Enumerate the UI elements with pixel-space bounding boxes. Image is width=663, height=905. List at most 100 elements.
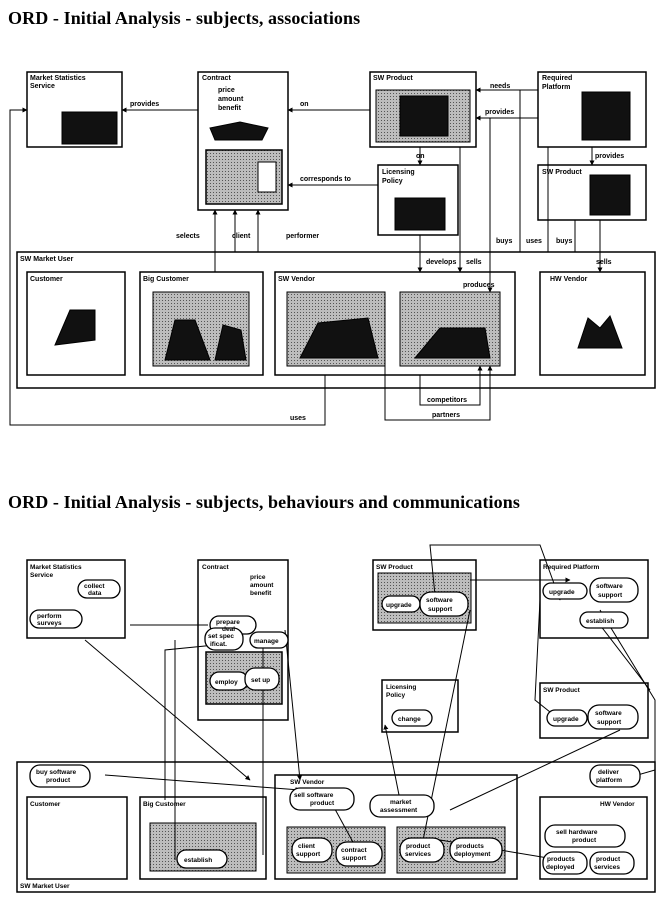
d1-market-stats-label-1: Market Statistics bbox=[30, 75, 86, 82]
d2-contract-label: Contract bbox=[202, 564, 230, 571]
d2-manage-oval bbox=[249, 631, 289, 649]
diagram1 bbox=[9, 71, 656, 426]
d1-contract-box bbox=[197, 71, 289, 211]
d2-set-up-oval bbox=[244, 667, 280, 691]
d1-licensing-image bbox=[394, 197, 446, 231]
d1-platform-image bbox=[581, 91, 631, 141]
d2-deliver-platform-2: platform bbox=[596, 777, 622, 784]
d1-handshake-image bbox=[209, 121, 269, 141]
d1-contract-attr-1: price bbox=[218, 87, 235, 94]
d2-comm-2 bbox=[84, 639, 251, 781]
d2-market-assessment-1: market bbox=[390, 799, 412, 806]
d2-market-stats-label-1: Market Statistics bbox=[30, 564, 82, 571]
d2-collect-data-1: collect bbox=[84, 583, 105, 590]
d1-sw-market-user-box bbox=[16, 251, 656, 389]
d2-big-customer-box bbox=[139, 796, 267, 880]
d2-sw-market-user-label: SW Market User bbox=[20, 883, 70, 890]
d1-licensing-label-1: Licensing bbox=[382, 169, 415, 176]
d2-licensing-box bbox=[381, 679, 459, 733]
d2-comm-4 bbox=[164, 644, 216, 800]
d2-upgrade-3: upgrade bbox=[553, 716, 579, 723]
d1-assoc-buys-1: buys bbox=[496, 238, 512, 245]
d2-client-support-1: client bbox=[298, 843, 316, 850]
d1-assoc-performer: performer bbox=[286, 233, 319, 240]
d1-document-image bbox=[257, 161, 277, 193]
d2-contract-support-1: contract bbox=[341, 847, 367, 854]
d2-perform-surveys-oval bbox=[29, 609, 83, 629]
d2-products-deployment-oval bbox=[449, 837, 503, 863]
d2-deliver-platform-1: deliver bbox=[598, 769, 619, 776]
d1-assoc-produces: produces bbox=[463, 282, 495, 289]
d2-customer-label: Customer bbox=[30, 801, 61, 808]
d2-manage: manage bbox=[254, 638, 279, 645]
d2-perform-surveys-1: perform bbox=[37, 613, 62, 620]
diagram2-title: ORD - Initial Analysis - subjects, behav… bbox=[8, 492, 520, 512]
d1-assoc-buys-2: buys bbox=[556, 238, 572, 245]
d1-assoc-on-product: on bbox=[416, 153, 425, 160]
d2-software-support3-oval bbox=[587, 704, 639, 730]
d1-big-customer-box bbox=[139, 271, 264, 376]
d1-big-customer-image bbox=[164, 319, 247, 361]
d2-client-support-oval bbox=[291, 837, 333, 863]
d2-licensing-label-2: Policy bbox=[386, 692, 406, 699]
d2-sell-hardware-oval bbox=[544, 824, 626, 848]
d1-contract-attr-3: benefit bbox=[218, 105, 242, 112]
d2-software-support-1b: support bbox=[428, 606, 453, 613]
d1-assoc-needs: needs bbox=[490, 83, 510, 90]
d1-market-stats-image bbox=[61, 111, 118, 145]
d1-partners-line bbox=[384, 365, 493, 421]
d2-upgrade-2: upgrade bbox=[549, 589, 575, 596]
d2-software-support-1a: software bbox=[426, 597, 453, 604]
d2-sell-hardware-2: product bbox=[572, 837, 597, 844]
d2-collect-data-oval bbox=[77, 579, 121, 599]
d1-sw-product-label: SW Product bbox=[373, 75, 413, 82]
d1-vendor-image-right bbox=[413, 327, 491, 359]
d1-assoc-develops: develops bbox=[426, 259, 456, 266]
d1-sw-product2-image bbox=[589, 174, 631, 216]
d1-required-platform-label-1: Required bbox=[542, 75, 572, 82]
d2-sw-product-label: SW Product bbox=[376, 564, 414, 571]
d2-products-deployed-oval bbox=[542, 851, 588, 875]
d2-upgrade3-oval bbox=[546, 709, 588, 727]
d2-sell-hardware-1: sell hardware bbox=[556, 829, 598, 836]
diagram2-text: Market Statistics Service Contract price… bbox=[20, 564, 635, 890]
d2-hw-vendor-label: HW Vendor bbox=[600, 801, 635, 808]
d1-hw-vendor-label: HW Vendor bbox=[550, 276, 588, 283]
d1-sw-market-user-label: SW Market User bbox=[20, 256, 74, 263]
d2-sw-product-box bbox=[372, 559, 477, 631]
d2-prepare-deal-1: prepare bbox=[216, 619, 240, 626]
d2-market-stats-label-2: Service bbox=[30, 572, 54, 579]
d2-comm-8 bbox=[383, 724, 401, 801]
d2-product-services-2b: services bbox=[594, 864, 620, 871]
d1-assoc-selects: selects bbox=[176, 233, 200, 240]
d2-hw-vendor-box bbox=[539, 796, 648, 880]
d2-change-oval bbox=[391, 709, 433, 727]
diagram2-ovals bbox=[29, 577, 641, 875]
d1-sw-vendor-label: SW Vendor bbox=[278, 276, 315, 283]
d2-client-support-2: support bbox=[296, 851, 321, 858]
d2-sw-product2-label: SW Product bbox=[543, 687, 581, 694]
diagram1-text: Market Statistics Service Contract price… bbox=[20, 75, 624, 422]
d1-hw-vendor-image bbox=[577, 315, 623, 349]
d2-set-spec-oval bbox=[204, 627, 244, 651]
d1-assoc-partners: partners bbox=[432, 412, 460, 419]
d2-sw-market-user-box bbox=[16, 761, 656, 893]
d2-set-spec-1: set spec bbox=[208, 633, 234, 640]
d1-market-stats-label-2: Service bbox=[30, 83, 55, 90]
d2-products-deployed-1: products bbox=[547, 856, 575, 863]
d2-comm-7 bbox=[104, 774, 301, 793]
d2-products-deployment-1: products bbox=[456, 843, 484, 850]
d1-sw-product2-label: SW Product bbox=[542, 169, 582, 176]
d2-establish2-oval bbox=[176, 849, 228, 869]
d2-prepare-deal-2: deal bbox=[222, 626, 235, 633]
d1-assoc-provides-product: provides bbox=[595, 153, 624, 160]
d1-competitors-line bbox=[419, 365, 483, 406]
d2-comm-6 bbox=[284, 629, 303, 781]
d1-assoc-corresponds: corresponds to bbox=[300, 176, 351, 183]
d2-software-support2-oval bbox=[589, 577, 639, 603]
d2-required-platform-label: Required Platform bbox=[543, 564, 600, 571]
d2-change: change bbox=[398, 716, 421, 723]
d1-customer-box bbox=[26, 271, 126, 376]
d2-buy-software-1: buy software bbox=[36, 769, 76, 776]
d2-establish-1: establish bbox=[586, 618, 614, 625]
